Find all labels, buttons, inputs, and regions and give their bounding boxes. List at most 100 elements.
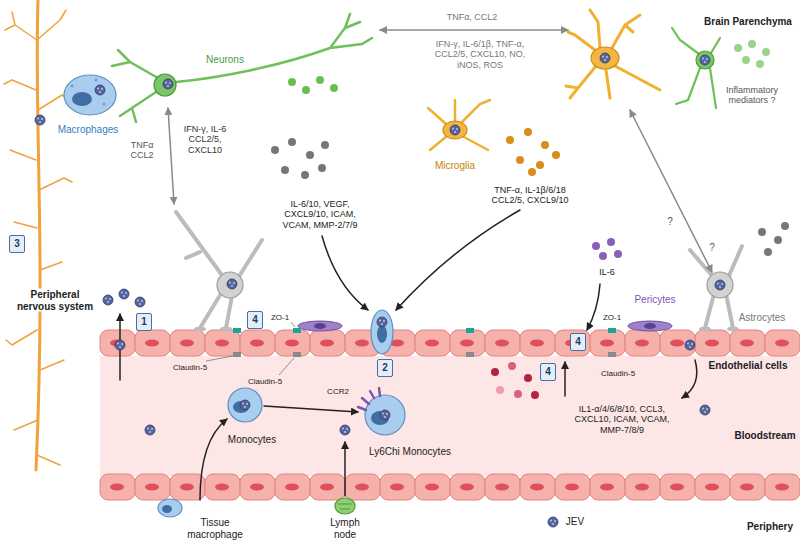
cell-nucleus xyxy=(285,484,299,491)
virus-particle xyxy=(702,58,704,60)
cytokine-dot xyxy=(288,78,296,86)
peripheral-nerve xyxy=(36,0,40,470)
cytokine-dot xyxy=(514,390,522,398)
virus-particle xyxy=(342,428,344,430)
cytokine-dot xyxy=(516,156,524,164)
endothelial-cell xyxy=(205,330,240,356)
microglia-cell xyxy=(428,100,490,150)
microglia-cell xyxy=(566,10,660,98)
cytokine-dot xyxy=(541,141,549,149)
virus-particle xyxy=(602,56,604,58)
cytokine-dot xyxy=(531,391,539,399)
cell-label: Monocytes xyxy=(226,434,278,446)
endothelial-cell xyxy=(275,330,310,356)
virus-particle xyxy=(384,416,386,418)
signal-arrow xyxy=(264,406,358,412)
endothelial-cell xyxy=(660,474,695,500)
endothelial-cell xyxy=(485,474,520,500)
cell-nucleus xyxy=(740,340,754,347)
cytokine-dot xyxy=(496,386,504,394)
endothelial-cell xyxy=(520,330,555,356)
virus-particle xyxy=(715,280,725,290)
cytokine-dot xyxy=(607,238,615,246)
virus-particle xyxy=(554,520,556,522)
tight-junction xyxy=(608,328,616,333)
virus-particle xyxy=(377,317,387,327)
endothelial-cell xyxy=(310,330,345,356)
endothelial-cell xyxy=(135,474,170,500)
virus-particle xyxy=(242,403,244,405)
virus-particle xyxy=(719,286,721,288)
virus-particle xyxy=(706,408,708,410)
cell-nucleus xyxy=(320,484,334,491)
virus-particle xyxy=(151,428,153,430)
virus-particle xyxy=(704,411,706,413)
monocyte-cell xyxy=(228,388,262,422)
cell-nucleus xyxy=(145,484,159,491)
virus-particle xyxy=(717,283,719,285)
virus-particle xyxy=(145,425,155,435)
cell-nucleus xyxy=(215,340,229,347)
cell-label: Pericytes xyxy=(632,294,677,306)
legend-label: JEV xyxy=(564,516,586,528)
cytokine-dot xyxy=(316,76,324,84)
cell-label: Tissue macrophage xyxy=(183,517,247,540)
astrocyte-cell xyxy=(217,272,243,298)
macrophage-cell xyxy=(95,79,98,82)
pericyte-cell xyxy=(298,321,342,331)
neuron-cell xyxy=(154,74,176,96)
callout-number: 3 xyxy=(9,235,25,253)
virus-particle xyxy=(346,428,348,430)
virus-particle xyxy=(706,58,708,60)
region-label: Bloodstream xyxy=(732,430,797,442)
virus-particle xyxy=(227,279,237,289)
signal-arrow xyxy=(630,110,712,272)
cytokine-dot xyxy=(734,44,742,52)
protein-label: ZO-1 xyxy=(601,313,623,322)
cytokine-dot xyxy=(764,248,772,256)
virus-particle xyxy=(97,88,99,90)
protein-label: Claudin-5 xyxy=(599,369,637,378)
virus-particle xyxy=(229,282,231,284)
virus-particle xyxy=(141,300,143,302)
signal-arrow xyxy=(200,419,227,500)
cytokine-dot xyxy=(756,60,764,68)
cytokine-dot xyxy=(301,171,309,179)
cell-nucleus xyxy=(250,340,264,347)
callout-number: 2 xyxy=(382,363,388,373)
cytokine-dot xyxy=(318,164,326,172)
pericyte-cell xyxy=(628,321,672,331)
cell-nucleus xyxy=(740,484,754,491)
cytokine-dot xyxy=(271,40,789,399)
cell-nucleus xyxy=(285,340,299,347)
note-label: Inflammatory mediators ? xyxy=(717,85,787,106)
cytokine-dot xyxy=(552,151,560,159)
virus-particle xyxy=(381,323,383,325)
cytokine-dot xyxy=(748,40,756,48)
virus-particle xyxy=(145,425,155,435)
endothelial-cell xyxy=(135,330,170,356)
monocyte-cell xyxy=(377,325,387,343)
cytokine-dot xyxy=(306,151,314,159)
endothelial-cell xyxy=(205,474,240,500)
astrocyte-cell xyxy=(699,327,711,332)
tight-junction xyxy=(466,328,474,333)
virus-particle xyxy=(119,289,129,299)
signal-arrow xyxy=(322,236,368,310)
monocyte-cell xyxy=(158,310,405,517)
virus-particle xyxy=(135,297,145,307)
tight-junction xyxy=(608,352,616,357)
macrophage-cell xyxy=(64,75,116,115)
neuron-cell xyxy=(112,14,372,122)
signal-arrow xyxy=(120,30,712,500)
protein-label: ZO-1 xyxy=(269,313,291,322)
virus-particle xyxy=(700,55,710,65)
macrophage-cell xyxy=(103,103,106,106)
lymph-node-icon xyxy=(335,498,355,514)
virus-particle xyxy=(139,303,141,305)
region-label: Peripheral nervous system xyxy=(8,289,102,312)
cytokine-dot xyxy=(742,56,750,64)
signal-arrow xyxy=(344,442,346,496)
virus-particle xyxy=(99,91,101,93)
